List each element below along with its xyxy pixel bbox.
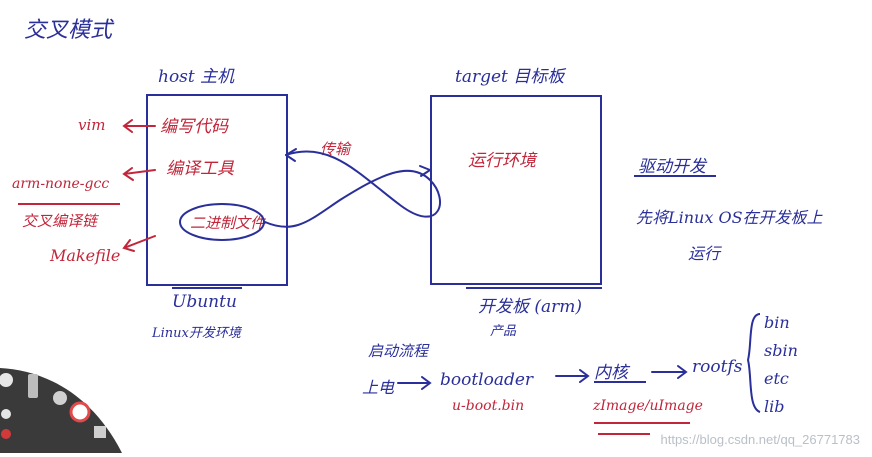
rootfs-dir-etc: etc	[764, 369, 789, 388]
rootfs-dir-sbin: sbin	[764, 341, 798, 360]
rootfs-brace	[746, 313, 761, 413]
boot-rootfs: rootfs	[692, 357, 743, 377]
boot-arrows	[397, 365, 688, 390]
driver-run: 运行	[688, 244, 721, 263]
target-product: 产品	[490, 324, 517, 339]
boot-uboot: u-boot.bin	[452, 398, 525, 414]
eraser-icon[interactable]	[94, 426, 106, 438]
boot-power-on: 上电	[362, 378, 395, 397]
host-heading: host 主机	[158, 67, 235, 87]
color-picker-icon[interactable]	[69, 401, 91, 423]
target-board: 开发板 (arm)	[478, 297, 583, 317]
annotation-toolbar	[0, 360, 130, 453]
driver-desc: 先将Linux OS在开发板上	[636, 208, 823, 227]
runtime-env: 运行环境	[468, 151, 536, 171]
tool-gcc: arm-none-gcc	[12, 176, 110, 192]
record-icon[interactable]	[1, 429, 11, 439]
watermark: https://blog.csdn.net/qq_26771783	[660, 432, 861, 447]
toolbar-button-2-icon[interactable]	[1, 409, 11, 419]
host-item-compile-tool: 编译工具	[166, 159, 234, 179]
host-item-edit-code: 编写代码	[160, 117, 228, 137]
boot-bootloader: bootloader	[440, 370, 534, 390]
tool-makefile: Makefile	[50, 246, 121, 265]
driver-title: 驱动开发	[638, 157, 706, 177]
link-label: 传输	[320, 140, 351, 158]
tool-arrows	[122, 119, 156, 252]
binary-circle	[179, 203, 265, 241]
toolbar-arc	[0, 368, 122, 453]
pen-icon[interactable]	[28, 374, 38, 398]
host-item-binary-file: 二进制文件	[190, 214, 266, 232]
host-os: Ubuntu	[172, 292, 237, 312]
host-box	[146, 94, 288, 286]
transfer-curves	[264, 148, 441, 228]
tool-cross-chain: 交叉编译链	[22, 212, 98, 230]
toolbar-pointer-icon[interactable]	[0, 373, 13, 387]
tool-vim: vim	[78, 116, 106, 134]
rootfs-dir-bin: bin	[764, 313, 790, 332]
host-os-desc: Linux开发环境	[152, 326, 241, 341]
marker-icon[interactable]	[53, 391, 67, 405]
boot-kernel: 内核	[594, 363, 628, 383]
target-box	[430, 95, 602, 285]
boot-kernel-img: zImage/uImage	[593, 398, 703, 414]
target-heading: target 目标板	[455, 67, 565, 87]
boot-flow-label: 启动流程	[368, 342, 429, 360]
rootfs-dir-lib: lib	[764, 397, 785, 416]
page-title: 交叉模式	[24, 18, 113, 43]
